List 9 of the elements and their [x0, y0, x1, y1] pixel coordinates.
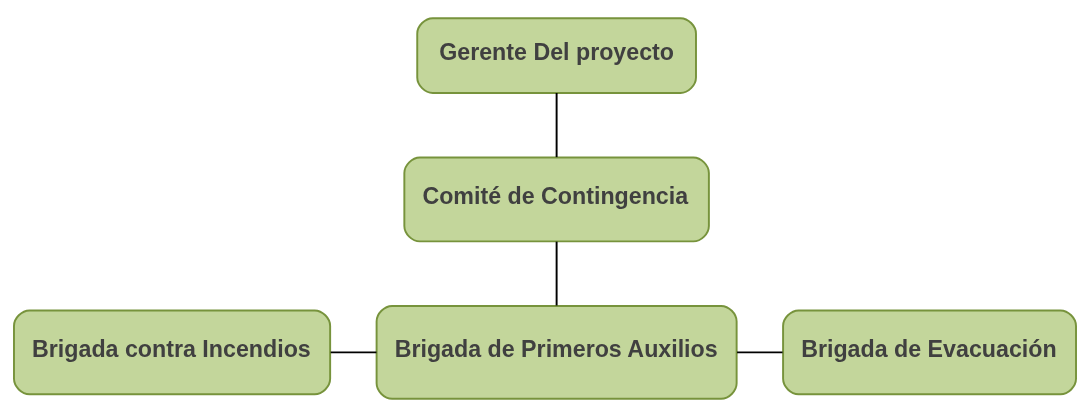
connector — [555, 92, 558, 159]
connector — [329, 351, 378, 354]
node-box: Gerente Del proyecto — [416, 17, 697, 94]
connector — [736, 351, 784, 354]
node-box: Brigada de Primeros Auxilios — [375, 304, 738, 400]
node-box: Brigada contra Incendios — [13, 309, 332, 396]
connector — [555, 240, 558, 307]
node-box: Brigada de Evacuación — [782, 309, 1077, 396]
node-box: Comité de Contingencia — [403, 156, 710, 243]
